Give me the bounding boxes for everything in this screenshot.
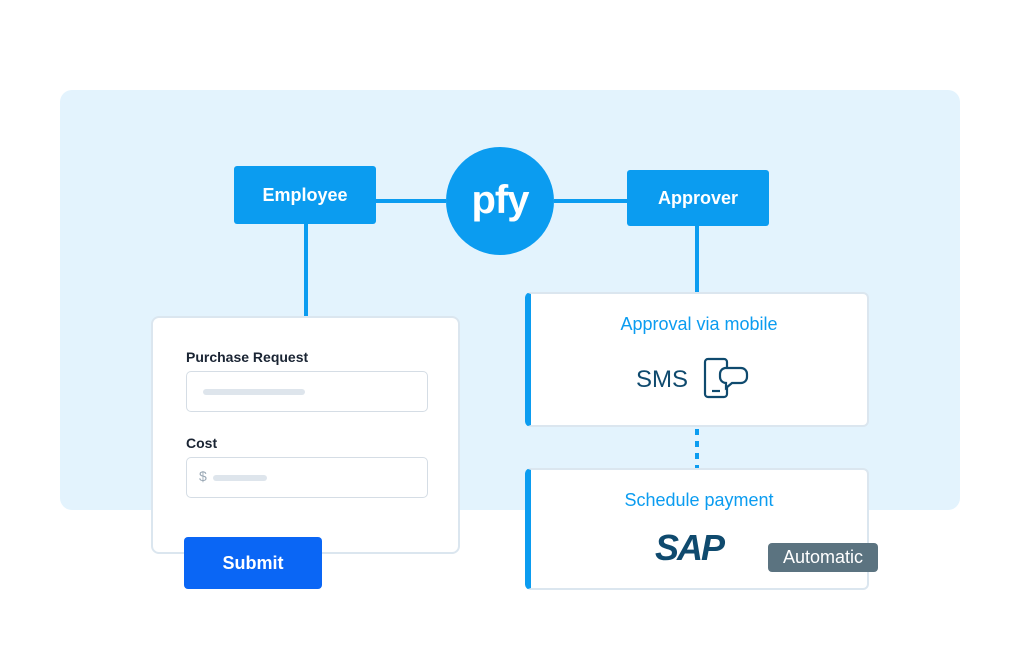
sms-label: SMS (636, 366, 689, 393)
cost-placeholder-bar (213, 475, 267, 481)
submit-button[interactable]: Submit (184, 537, 322, 589)
currency-symbol: $ (199, 468, 207, 484)
payment-card-title: Schedule payment (624, 490, 774, 510)
phone-chat-icon (703, 357, 749, 399)
employee-label: Employee (262, 184, 348, 205)
purchase-request-form: Purchase Request Cost $ (151, 316, 460, 554)
pfy-logo: pfy (446, 147, 554, 255)
approver-label: Approver (657, 187, 738, 208)
purchase-placeholder-bar (203, 389, 305, 395)
approver-node: Approver (627, 170, 769, 226)
cost-label: Cost (186, 435, 218, 451)
sap-logo: SAP (655, 528, 727, 564)
purchase-request-label: Purchase Request (186, 349, 309, 365)
cost-input[interactable]: $ (186, 457, 428, 498)
purchase-request-input[interactable] (186, 371, 428, 412)
approval-card-title: Approval via mobile (620, 314, 778, 334)
employee-node: Employee (234, 166, 376, 224)
automatic-label: Automatic (782, 547, 864, 567)
pfy-logo-mark: pfy (472, 178, 532, 222)
approval-via-mobile-card: Approval via mobile SMS (525, 292, 869, 427)
sap-logo-text: SAP (655, 528, 726, 564)
automatic-badge: Automatic (768, 543, 878, 572)
pfy-logo-text: pfy (472, 178, 531, 222)
